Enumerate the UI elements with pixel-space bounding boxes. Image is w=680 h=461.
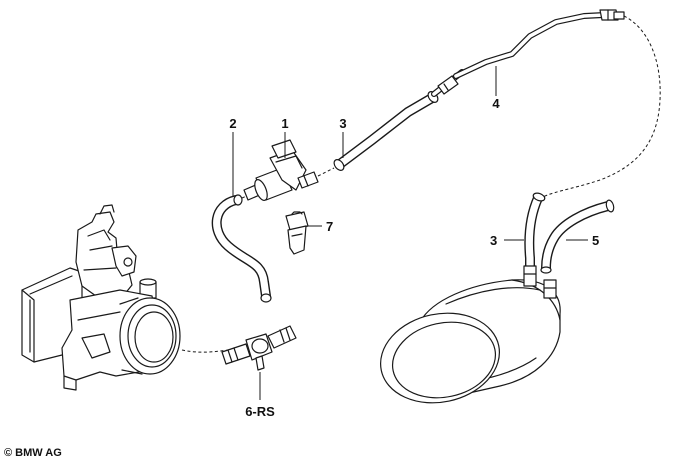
callout-4: 4 xyxy=(492,96,500,111)
purge-valve xyxy=(243,139,319,201)
hose-5 xyxy=(540,199,615,274)
fuel-line-4 xyxy=(431,9,625,97)
callout-3-top: 3 xyxy=(339,116,346,131)
connection-line-line4 xyxy=(537,15,661,201)
callout-1: 1 xyxy=(281,116,288,131)
callout-3-right: 3 xyxy=(490,233,497,248)
charcoal-canister xyxy=(380,265,561,404)
hose-2 xyxy=(211,194,272,303)
callout-7: 7 xyxy=(326,219,333,234)
callout-5: 5 xyxy=(592,233,599,248)
callout-2: 2 xyxy=(229,116,236,131)
electrical-connector xyxy=(285,211,309,255)
callout-leaders xyxy=(232,66,588,400)
throttle-body xyxy=(21,204,181,391)
copyright-notice: © BMW AG xyxy=(4,447,62,459)
callout-6-rs: 6-RS xyxy=(245,404,275,419)
hose-3-upper xyxy=(333,91,439,171)
connection-line-valve-out xyxy=(317,167,335,177)
t-piece-connector xyxy=(221,325,297,371)
